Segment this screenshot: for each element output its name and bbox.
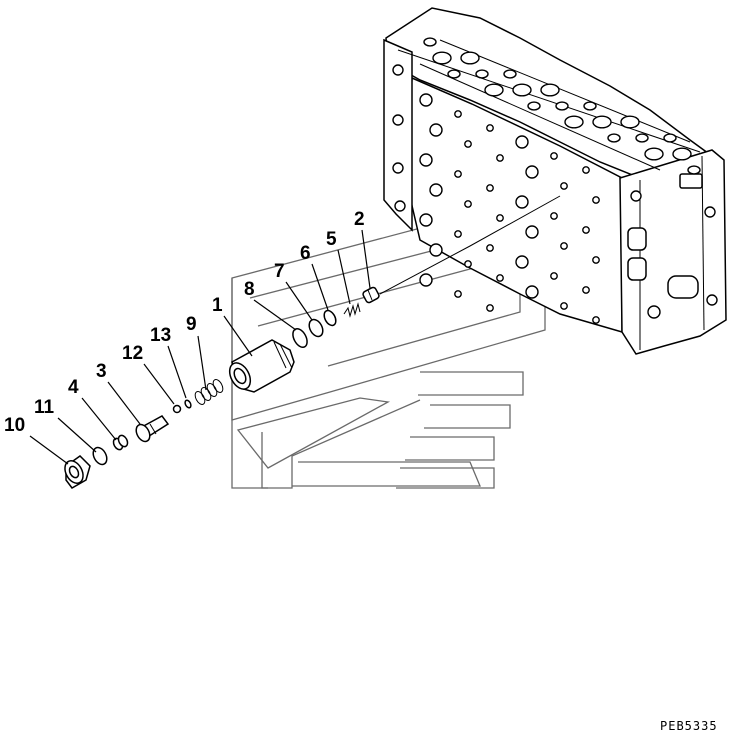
callout-6: 6: [300, 243, 311, 264]
port-hole: [486, 304, 494, 312]
port-hole: [592, 115, 612, 129]
port-hole: [454, 230, 462, 238]
port-hole: [564, 115, 584, 129]
part-9-spring: [194, 379, 224, 405]
port-hole: [454, 110, 462, 118]
part-12-ball: [172, 404, 182, 414]
port-hole: [454, 170, 462, 178]
port-hole: [550, 272, 558, 280]
port-hole: [429, 183, 443, 197]
port-hole: [496, 154, 504, 162]
port-hole: [419, 213, 433, 227]
callout-5: 5: [326, 229, 337, 250]
part-5-spring: [343, 302, 361, 318]
port-hole: [527, 101, 541, 111]
port-hole: [423, 37, 437, 47]
callout-2: 2: [354, 209, 365, 230]
callout-7: 7: [274, 261, 285, 282]
port-hole: [592, 316, 600, 324]
callout-4: 4: [68, 377, 79, 398]
port-hole: [644, 147, 664, 161]
port-hole: [607, 133, 621, 143]
callout-11: 11: [34, 397, 55, 418]
part-4-nut: [112, 434, 129, 451]
part-7-o-ring: [308, 318, 324, 338]
port-hole: [429, 243, 443, 257]
port-hole: [525, 285, 539, 299]
port-hole: [672, 147, 692, 161]
port-hole: [582, 286, 590, 294]
callout-10: 10: [4, 415, 25, 436]
drawing-code: PEB5335: [660, 719, 718, 733]
port-hole: [512, 83, 532, 97]
part-11-o-ring: [92, 446, 108, 466]
port-hole: [464, 140, 472, 148]
port-hole: [464, 260, 472, 268]
port-hole: [550, 152, 558, 160]
part-1-valve-sleeve: [228, 339, 295, 393]
port-hole: [419, 93, 433, 107]
port-hole: [620, 115, 640, 129]
port-hole: [560, 182, 568, 190]
port-hole: [496, 274, 504, 282]
callout-12: 12: [122, 343, 143, 364]
callout-labels: 10 11 4 3 12 13 9 1 8 7 6 5 2: [4, 209, 365, 436]
port-hole: [663, 133, 677, 143]
port-hole: [555, 101, 569, 111]
callout-1: 1: [212, 295, 223, 316]
port-hole: [515, 135, 529, 149]
port-hole: [582, 226, 590, 234]
port-hole: [447, 69, 461, 79]
part-13-o-ring: [184, 399, 192, 409]
port-hole: [486, 184, 494, 192]
port-hole: [429, 123, 443, 137]
assembly-axis-line: [379, 195, 561, 295]
port-hole: [560, 302, 568, 310]
part-2-plug: [362, 286, 380, 304]
callout-3: 3: [96, 361, 107, 382]
port-hole: [635, 133, 649, 143]
port-hole: [525, 165, 539, 179]
port-hole: [464, 200, 472, 208]
callout-8: 8: [244, 279, 255, 300]
part-8-o-ring: [292, 327, 308, 349]
port-hole: [592, 256, 600, 264]
port-hole: [687, 165, 701, 175]
valve-port-holes: [419, 37, 701, 324]
callout-9: 9: [186, 314, 197, 335]
part-6-o-ring: [323, 309, 337, 327]
leader-lines: [29, 229, 371, 465]
port-hole: [419, 273, 433, 287]
port-hole: [583, 101, 597, 111]
port-hole: [496, 214, 504, 222]
port-hole: [525, 225, 539, 239]
port-hole: [486, 244, 494, 252]
port-hole: [484, 83, 504, 97]
port-hole: [432, 51, 452, 65]
port-hole: [582, 166, 590, 174]
port-hole: [560, 242, 568, 250]
port-hole: [503, 69, 517, 79]
port-hole: [460, 51, 480, 65]
port-hole: [475, 69, 489, 79]
port-hole: [540, 83, 560, 97]
port-hole: [419, 153, 433, 167]
port-hole: [550, 212, 558, 220]
port-hole: [515, 255, 529, 269]
part-3-adjust-screw: [135, 415, 170, 443]
port-hole: [454, 290, 462, 298]
callout-13: 13: [150, 325, 171, 346]
port-hole: [486, 124, 494, 132]
part-10-cap-nut: [64, 455, 91, 489]
port-hole: [592, 196, 600, 204]
port-hole: [515, 195, 529, 209]
